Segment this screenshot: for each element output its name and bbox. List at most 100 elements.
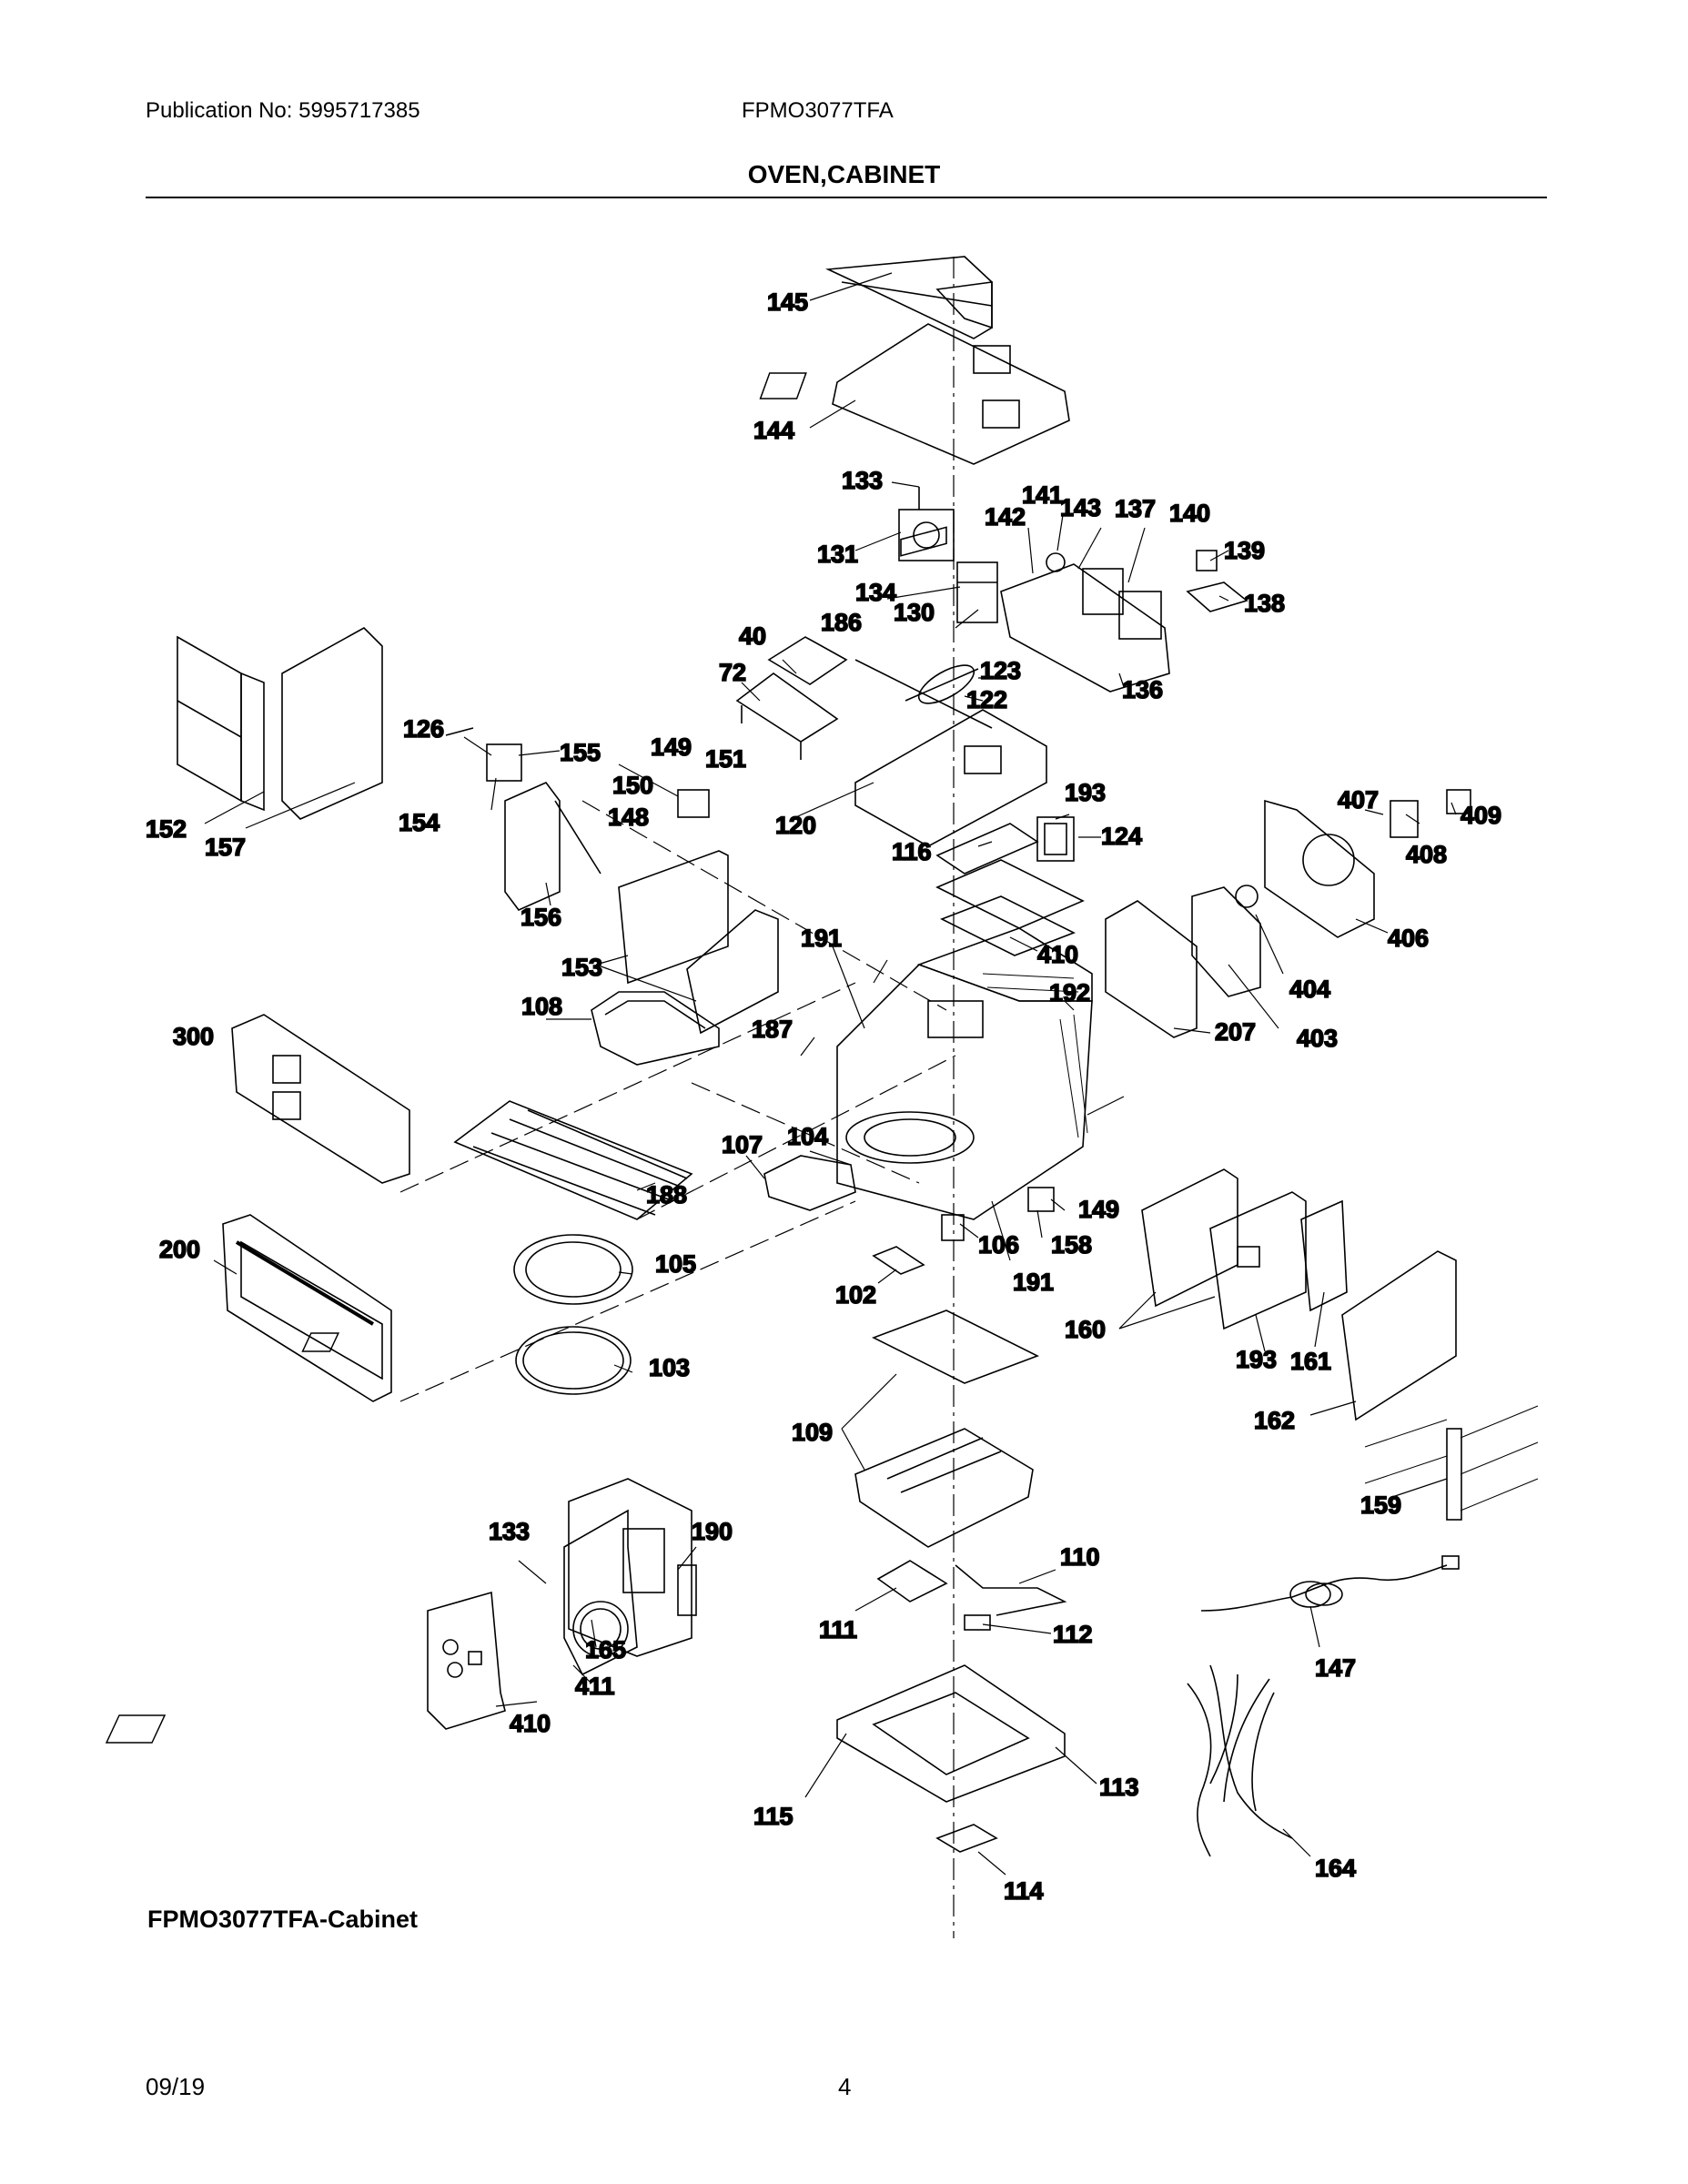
callout-153: 153 bbox=[561, 954, 602, 981]
callout-120: 120 bbox=[775, 812, 816, 839]
callout-141: 141 bbox=[1022, 481, 1063, 509]
callout-200: 200 bbox=[159, 1236, 200, 1263]
callout-403: 403 bbox=[1297, 1025, 1338, 1052]
part-108-heater bbox=[591, 991, 720, 1066]
callout-115: 115 bbox=[753, 1803, 793, 1830]
callout-154: 154 bbox=[399, 809, 440, 836]
part-109-base bbox=[301, 1309, 1039, 1548]
callout-193b: 193 bbox=[1236, 1346, 1277, 1373]
part-120-cavity-top bbox=[854, 526, 1047, 847]
part-113-115-bottom-pan bbox=[105, 1664, 1066, 1803]
callout-122: 122 bbox=[966, 686, 1007, 713]
callout-155: 155 bbox=[560, 739, 601, 766]
callout-164: 164 bbox=[1315, 1855, 1356, 1882]
callout-156: 156 bbox=[521, 904, 561, 931]
part-105-turntable bbox=[513, 1234, 633, 1305]
callout-191a: 191 bbox=[801, 925, 842, 952]
callout-300: 300 bbox=[173, 1023, 214, 1050]
callout-139: 139 bbox=[1224, 537, 1265, 564]
callout-407: 407 bbox=[1338, 786, 1379, 814]
callout-113: 113 bbox=[1099, 1774, 1139, 1801]
part-186-bracket bbox=[854, 659, 993, 729]
callout-124: 124 bbox=[1101, 823, 1142, 850]
callout-150: 150 bbox=[612, 772, 653, 799]
part-160-right-panels bbox=[1141, 1168, 1348, 1330]
callout-162: 162 bbox=[1254, 1407, 1295, 1434]
part-200-door bbox=[222, 1214, 392, 1402]
callout-144: 144 bbox=[753, 417, 794, 444]
callout-111: 111 bbox=[819, 1616, 857, 1643]
part-148-151-latch bbox=[677, 789, 710, 818]
part-190-duct bbox=[568, 1478, 697, 1657]
part-144-top-cover bbox=[759, 323, 1070, 465]
part-131-magnetron bbox=[898, 487, 955, 561]
part-103-roller-ring bbox=[515, 1326, 632, 1395]
callout-136: 136 bbox=[1122, 676, 1163, 703]
part-40-72-control-board bbox=[735, 636, 848, 760]
part-152-157-side-panel bbox=[177, 627, 383, 820]
callout-408: 408 bbox=[1406, 841, 1447, 868]
callout-149b: 149 bbox=[1078, 1196, 1119, 1223]
title-rule bbox=[146, 197, 1547, 198]
callout-186: 186 bbox=[821, 609, 862, 636]
part-147-harness bbox=[1200, 1555, 1460, 1612]
callout-151: 151 bbox=[705, 745, 746, 773]
callout-133b: 133 bbox=[489, 1518, 530, 1545]
callout-126: 126 bbox=[403, 715, 444, 743]
callout-72: 72 bbox=[719, 659, 746, 686]
part-138-thermostat bbox=[1186, 550, 1248, 612]
callout-161: 161 bbox=[1290, 1348, 1331, 1375]
part-145-top-vent bbox=[824, 256, 993, 339]
callout-152: 152 bbox=[146, 815, 187, 843]
callout-148: 148 bbox=[608, 804, 649, 831]
part-136-fan-duct bbox=[1000, 552, 1170, 693]
callout-133: 133 bbox=[842, 467, 883, 494]
page-title: OVEN,CABINET bbox=[747, 160, 941, 188]
part-411-waveguide-cover bbox=[563, 1509, 638, 1676]
callout-134: 134 bbox=[855, 579, 896, 606]
callout-143: 143 bbox=[1060, 494, 1101, 521]
callout-137: 137 bbox=[1115, 495, 1156, 522]
part-162-159-rear-panel bbox=[1341, 1250, 1539, 1521]
callout-207: 207 bbox=[1215, 1018, 1256, 1046]
callout-140: 140 bbox=[1169, 500, 1210, 527]
callout-404: 404 bbox=[1289, 976, 1330, 1003]
part-110-112-bracket bbox=[876, 1560, 1067, 1631]
callout-138: 138 bbox=[1244, 590, 1285, 617]
diagram-caption: FPMO3077TFA-Cabinet bbox=[147, 1906, 419, 1933]
oven-cavity bbox=[836, 927, 1093, 1220]
callout-104: 104 bbox=[787, 1123, 828, 1150]
part-300-control-panel bbox=[231, 1014, 410, 1184]
callout-106: 106 bbox=[978, 1231, 1019, 1259]
part-207-403-gasket bbox=[1105, 885, 1261, 1038]
part-188-rack bbox=[453, 1100, 693, 1220]
page-number: 4 bbox=[838, 2073, 852, 2100]
callout-109: 109 bbox=[792, 1419, 833, 1446]
part-156-bracket bbox=[504, 782, 601, 911]
callout-114: 114 bbox=[1004, 1877, 1044, 1905]
callout-159: 159 bbox=[1360, 1491, 1401, 1519]
callout-102: 102 bbox=[835, 1281, 876, 1309]
callout-149a: 149 bbox=[651, 733, 692, 761]
part-130-waveguide bbox=[956, 561, 998, 623]
part-153-side-insulation bbox=[618, 850, 779, 1035]
part-410-panel bbox=[427, 1591, 506, 1730]
callout-410a: 410 bbox=[1037, 941, 1078, 968]
callout-147: 147 bbox=[1315, 1654, 1356, 1682]
callout-145: 145 bbox=[767, 288, 808, 316]
callout-192: 192 bbox=[1049, 979, 1090, 1006]
part-406-rear-plate bbox=[1264, 789, 1471, 938]
part-164-harness bbox=[1187, 1664, 1293, 1857]
part-124-choke bbox=[1036, 816, 1075, 862]
callout-409: 409 bbox=[1461, 802, 1501, 829]
part-154-155-bracket bbox=[445, 727, 522, 782]
callout-190: 190 bbox=[692, 1518, 733, 1545]
publication-number: Publication No: 5995717385 bbox=[146, 98, 420, 123]
part-114-pad bbox=[935, 1824, 998, 1853]
callout-406: 406 bbox=[1388, 925, 1429, 952]
model-number: FPMO3077TFA bbox=[742, 98, 894, 123]
callout-103: 103 bbox=[649, 1354, 690, 1381]
part-107-heater bbox=[763, 1155, 856, 1211]
callout-165: 165 bbox=[585, 1636, 626, 1663]
